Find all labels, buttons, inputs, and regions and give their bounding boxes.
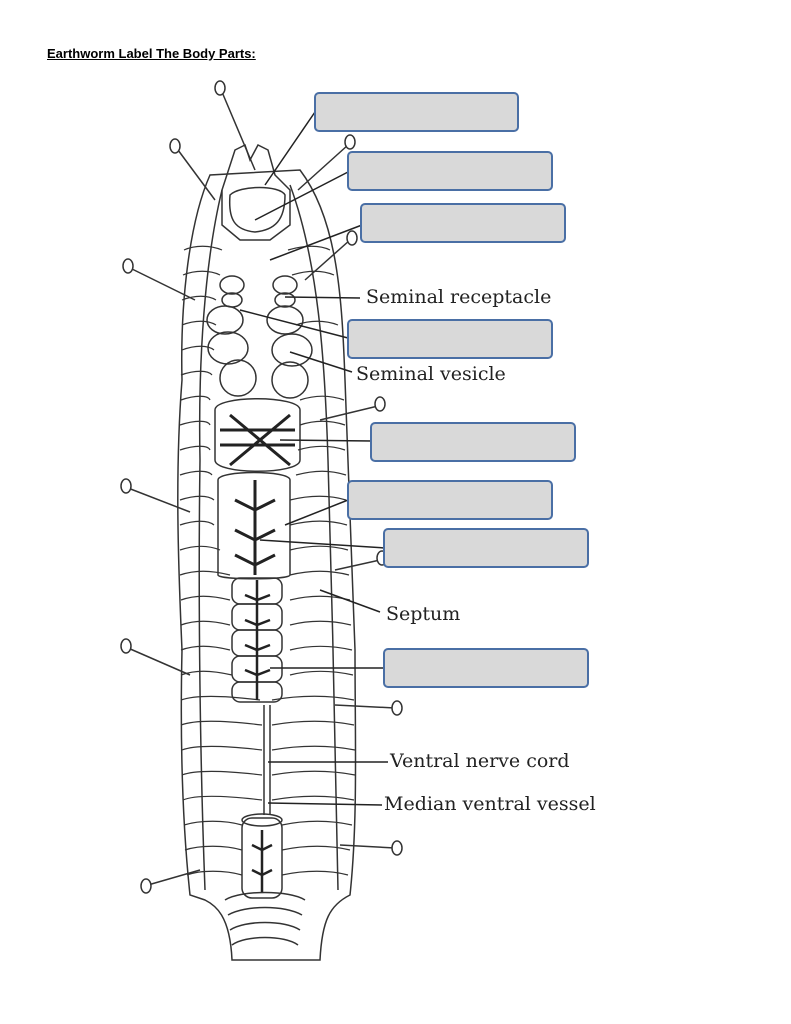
label-septum: Septum [386,603,461,625]
answer-box-3[interactable] [360,203,566,243]
answer-box-2[interactable] [347,151,553,191]
answer-box-6[interactable] [347,480,553,520]
label-ventral-nerve-cord: Ventral nerve cord [390,750,570,772]
label-seminal-vesicle: Seminal vesicle [356,363,506,385]
answer-box-7[interactable] [383,528,589,568]
body-outline [177,169,357,961]
answer-box-1[interactable] [314,92,519,132]
answer-box-4[interactable] [347,319,553,359]
answer-box-8[interactable] [383,648,589,688]
label-seminal-receptacle: Seminal receptacle [366,286,552,308]
answer-box-5[interactable] [370,422,576,462]
worksheet-title: Earthworm Label The Body Parts: [47,46,256,61]
label-median-ventral-vessel: Median ventral vessel [384,793,596,815]
